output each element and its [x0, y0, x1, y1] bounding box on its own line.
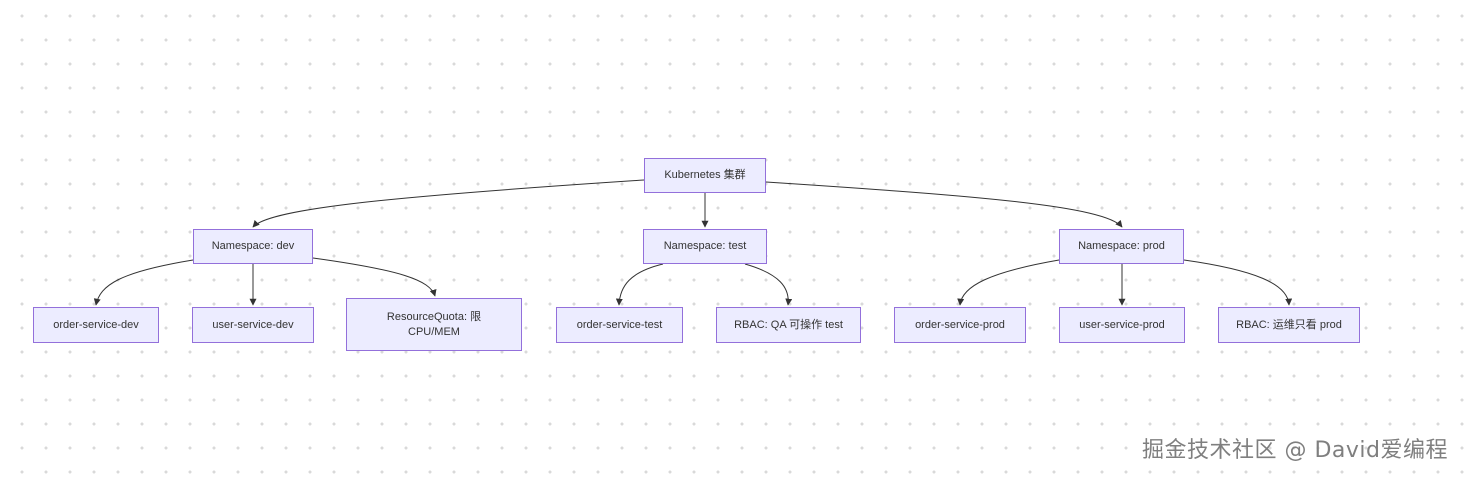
rbac-ops-prod-node[interactable]: RBAC: 运维只看 prod — [1218, 307, 1360, 343]
order-service-dev-node[interactable]: order-service-dev — [33, 307, 159, 343]
edge-prod-to-rbac-ops-prod — [1183, 259, 1293, 306]
edge-dev-to-resource-quota — [312, 257, 437, 297]
edge-test-to-rbac-qa-test — [744, 263, 793, 306]
user-service-dev-node[interactable]: user-service-dev — [192, 307, 314, 343]
resource-quota-node[interactable]: ResourceQuota: 限 CPU/MEM — [346, 298, 522, 351]
user-service-prod-node[interactable]: user-service-prod — [1059, 307, 1185, 343]
order-service-test-node[interactable]: order-service-test — [556, 307, 683, 343]
edge-test-to-order-service-test — [615, 263, 664, 306]
namespace-prod-node[interactable]: Namespace: prod — [1059, 229, 1184, 264]
edge-dev-to-order-service-dev — [93, 259, 194, 306]
namespace-dev-node[interactable]: Namespace: dev — [193, 229, 313, 264]
watermark-text: 掘金技术社区 @ David爱编程 — [1141, 438, 1448, 463]
cluster-root-node[interactable]: Kubernetes 集群 — [644, 158, 766, 193]
order-service-prod-node[interactable]: order-service-prod — [894, 307, 1026, 343]
edge-prod-to-order-service-prod — [957, 259, 1060, 306]
edge-cluster-to-prod — [765, 181, 1123, 228]
namespace-test-node[interactable]: Namespace: test — [643, 229, 767, 264]
rbac-qa-test-node[interactable]: RBAC: QA 可操作 test — [716, 307, 861, 343]
edge-cluster-to-dev — [252, 179, 645, 228]
